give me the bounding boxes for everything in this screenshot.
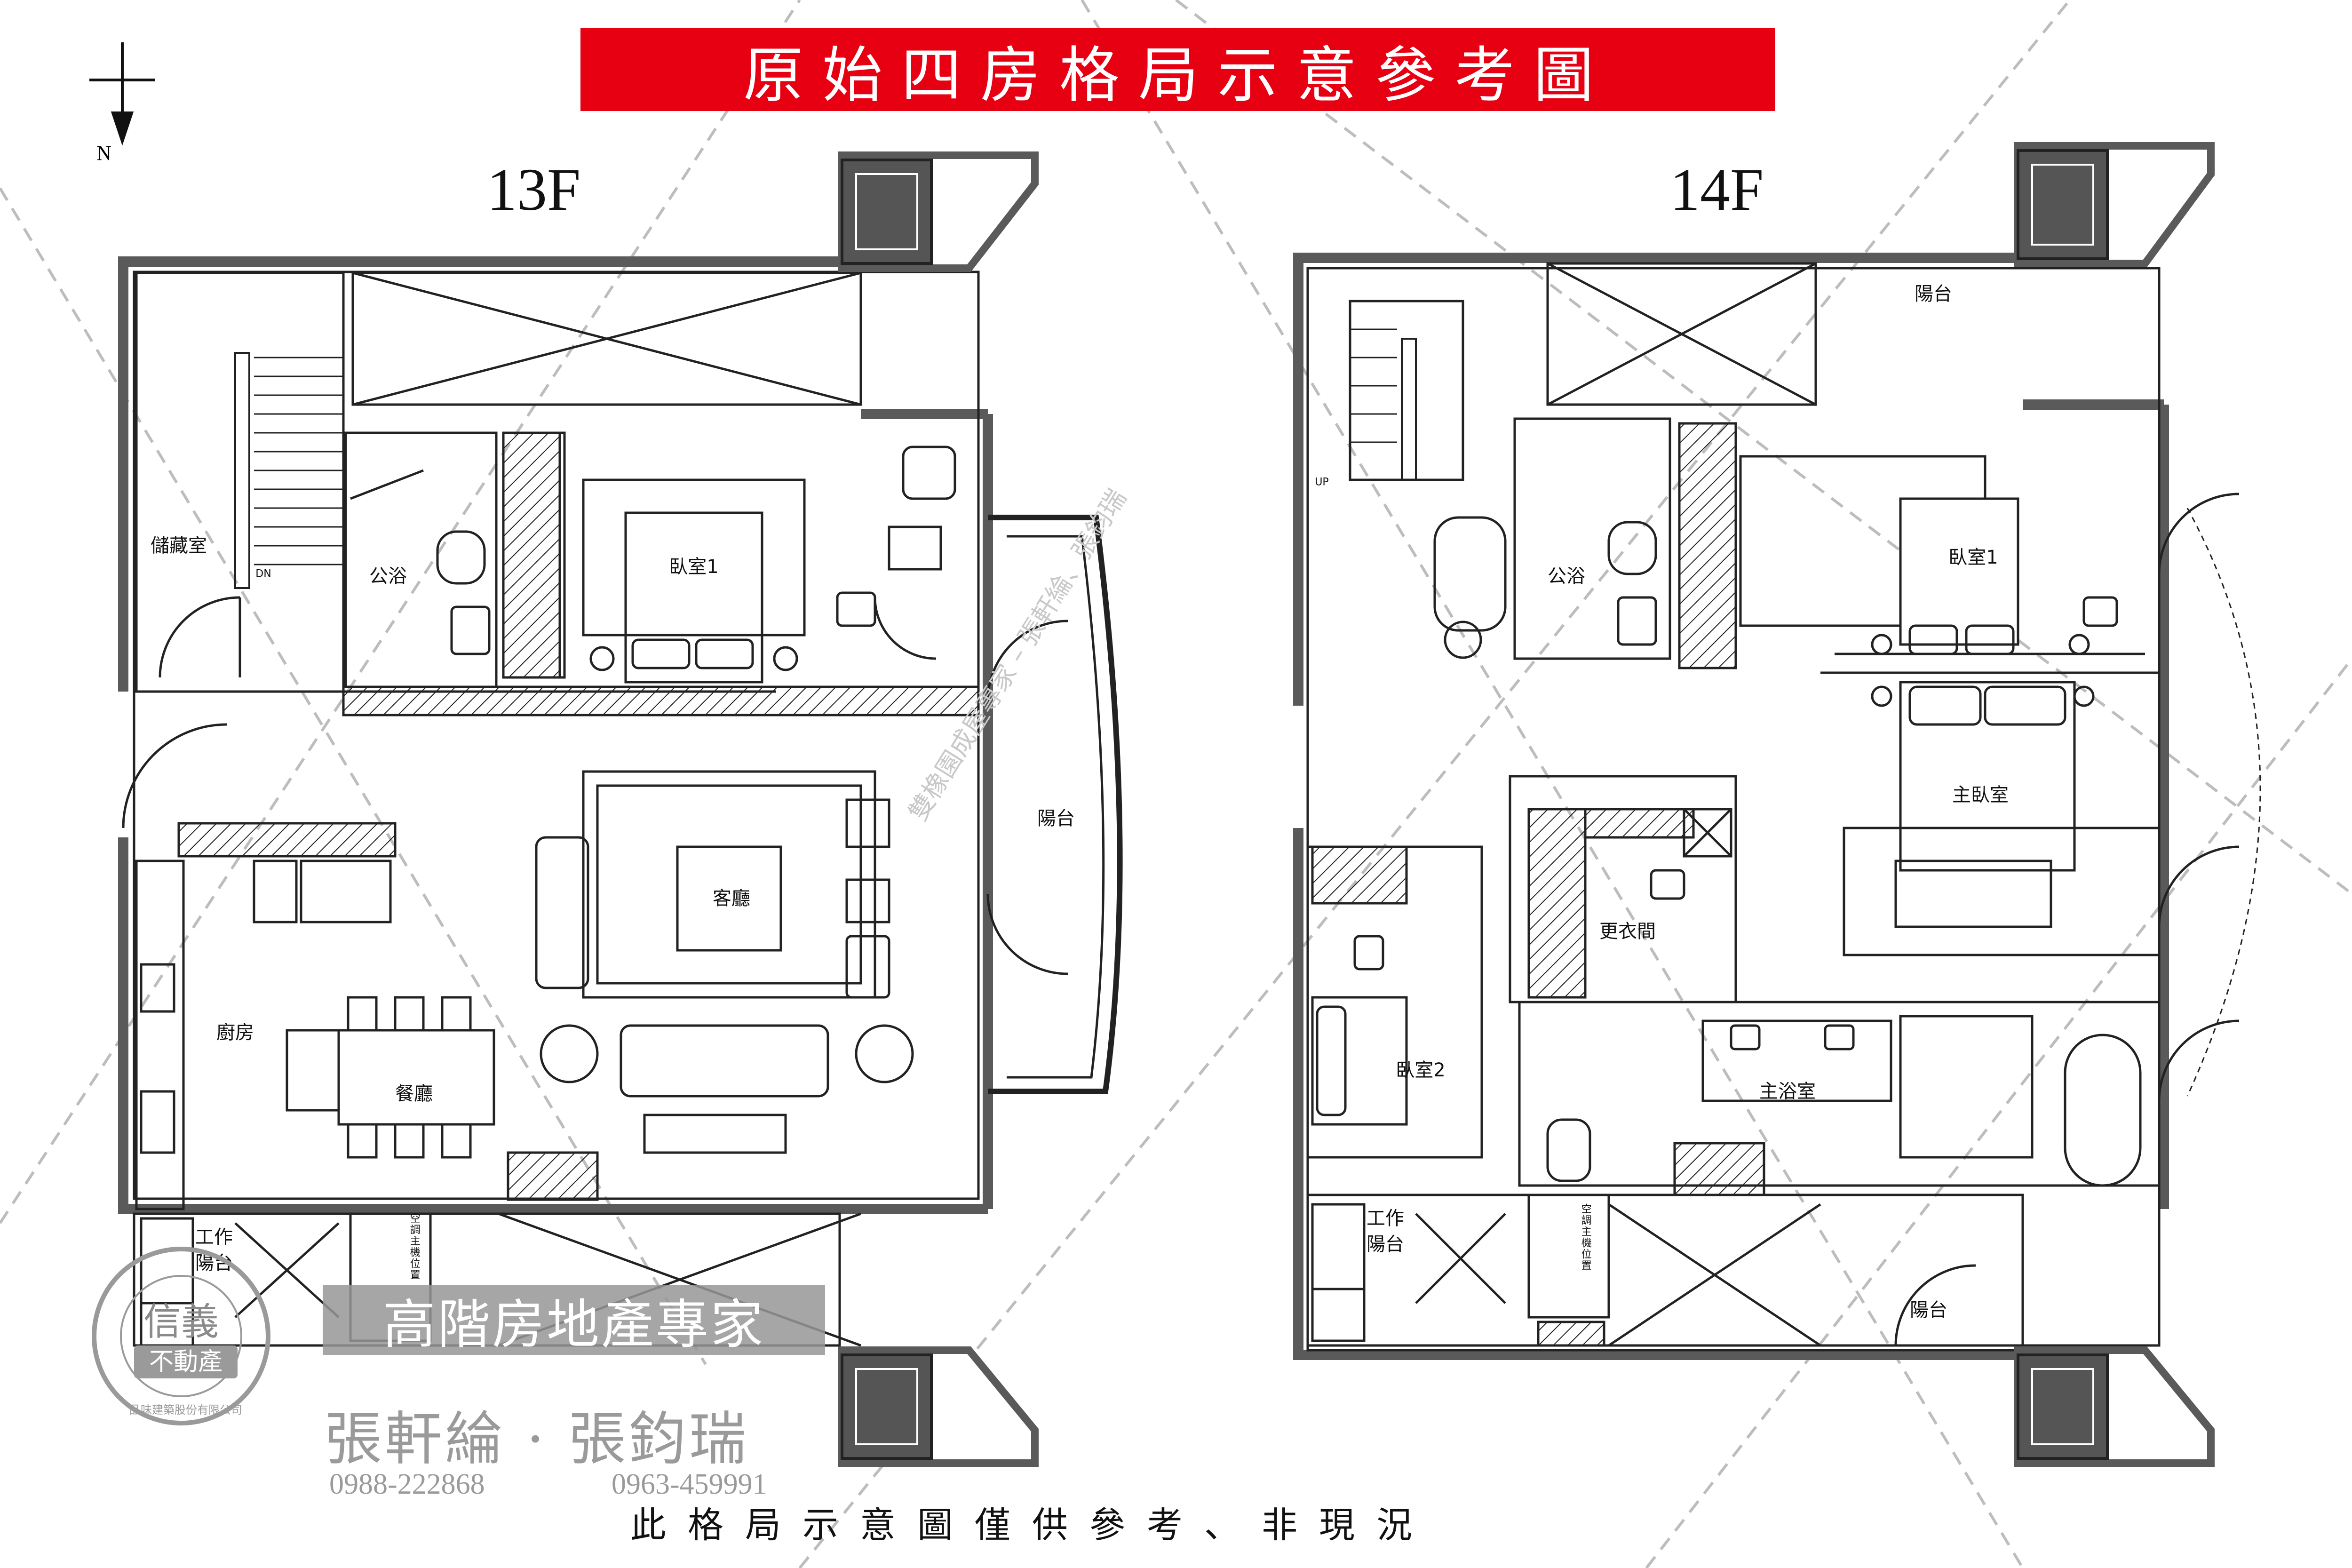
room-label-master-bath: 主浴室 [1759, 1081, 1816, 1102]
room-label-storage: 儲藏室 [151, 535, 207, 557]
seal-ring-text: 品味建築股份有限公司 [129, 1403, 242, 1417]
title-banner: 原始四房格局示意參考圖 [580, 28, 1775, 111]
footer-disclaimer: 此格局示意圖僅供參考、非現況 [630, 1504, 1434, 1546]
room-label-ac-13f: 空調主機位置 [408, 1213, 420, 1281]
north-label: N [96, 142, 111, 165]
room-label-public-bath-13f: 公浴 [369, 565, 407, 587]
columns-13f [838, 151, 1039, 1467]
agent-phone-2: 0963-459991 [612, 1468, 767, 1500]
room-label-kitchen: 廚房 [216, 1022, 254, 1043]
room-label-public-bath-14f: 公浴 [1548, 565, 1585, 587]
north-arrow-icon [89, 42, 155, 146]
room-label-bedroom1-14f: 臥室1 [1948, 547, 1998, 568]
agent-phone-1: 0988-222868 [329, 1468, 485, 1500]
room-label-balcony-bottom-14f: 陽台 [1910, 1299, 1947, 1321]
stair-mark-14f: UP [1315, 476, 1329, 488]
room-label-balcony-top-14f: 陽台 [1915, 283, 1952, 305]
room-label-living: 客廳 [713, 888, 750, 909]
room-label-bedroom1-13f: 臥室1 [669, 556, 719, 578]
columns-14f [2014, 142, 2215, 1467]
agent-names: 張軒綸 · 張鈞瑞 [325, 1406, 749, 1472]
room-label-walk-in-closet: 更衣間 [1599, 921, 1656, 942]
room-label-work-14f-line2: 陽台 [1367, 1234, 1404, 1255]
room-label-dining: 餐廳 [395, 1083, 433, 1105]
floor-label-13f: 13F [487, 156, 581, 223]
room-label-balcony-13f: 陽台 [1037, 808, 1075, 829]
room-label-work-14f-line1: 工作 [1367, 1208, 1404, 1229]
room-label-work-13f-line1: 工作 [195, 1226, 233, 1248]
room-label-ac-14f: 空調主機位置 [1579, 1203, 1591, 1271]
floor-label-14f: 14F [1670, 156, 1764, 223]
room-label-bedroom2: 臥室2 [1396, 1059, 1446, 1081]
seal-sub-text: 不動產 [134, 1345, 238, 1378]
agent-tagline: 高階房地產專家 [323, 1285, 825, 1355]
plan-13f [118, 256, 1123, 1356]
seal-main-text: 信義 [143, 1300, 219, 1344]
plan-14f [1293, 253, 2261, 1360]
stair-mark-13f: DN [255, 568, 271, 580]
agency-seal-logo: 信義 不動產 品味建築股份有限公司 [92, 1247, 270, 1425]
room-label-master-bedroom: 主臥室 [1952, 784, 2009, 806]
